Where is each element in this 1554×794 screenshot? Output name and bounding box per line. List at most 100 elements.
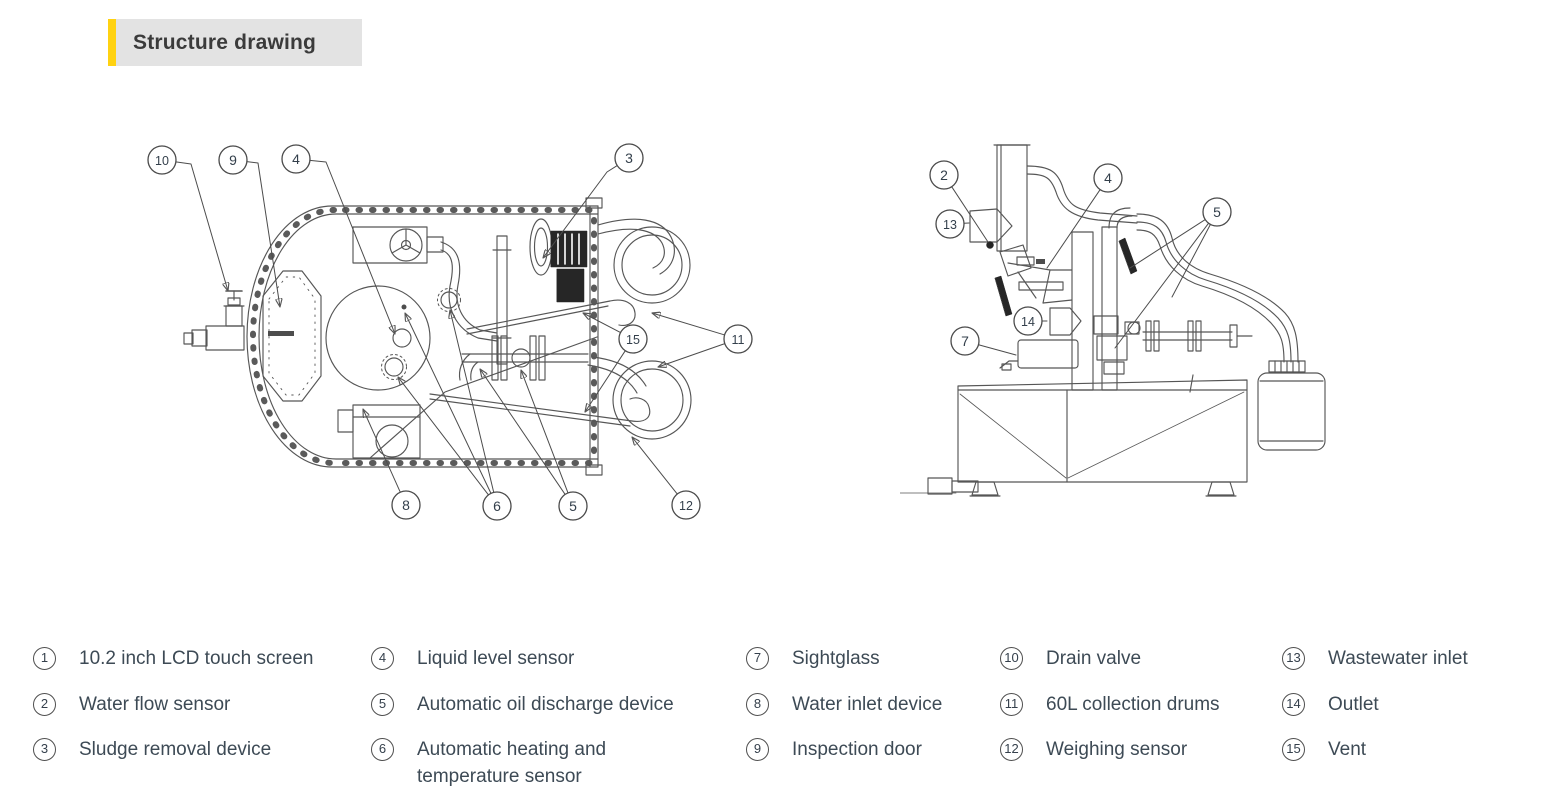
callout-circle-6 [482,491,512,521]
callout-number: 15 [626,333,640,347]
callout-5: 5 [480,369,588,521]
callout-number: 9 [229,152,237,168]
callout-number: 2 [940,167,948,183]
callout-4: 4 [281,144,395,334]
leader-line-11 [658,343,726,367]
callout-number: 14 [1021,315,1035,329]
callout-11: 11 [652,313,753,367]
callout-circle-5 [558,491,588,521]
callout-5: 5 [1114,197,1232,349]
inspection-door [262,270,322,402]
legend-num-circle: 8 [746,692,769,716]
legend-item-label: Automatic oil discharge device [417,693,674,715]
legend-num-circle: 5 [371,692,394,716]
legend-num-circle: 13 [1282,647,1305,670]
callout-circle-4 [1093,163,1123,193]
callout-7: 7 [950,326,1017,356]
leader-line-10 [175,161,228,291]
legend-num-circle: 1 [33,647,56,670]
leader-line-5 [521,370,569,494]
legend-num-circle: 11 [1000,692,1023,716]
leader-line-6 [405,313,492,494]
leader-line-4 [1046,189,1101,269]
drain-valve [183,290,245,351]
handwheel-valve [352,226,444,264]
callout-12: 12 [632,437,701,520]
callout-circle-2 [929,160,959,190]
discharge-pipe-bundle [1136,213,1306,373]
legend-item-label: Wastewater inlet [1328,648,1468,669]
leader-line-11 [652,313,726,336]
legend-item-label: Sludge removal device [79,739,272,760]
leader-line-3 [543,165,618,258]
legend-item-label: Inspection door [792,739,922,760]
leader-line-6 [450,310,495,493]
sludge-removal-motor [529,218,588,303]
leader-line-5 [1171,223,1211,298]
collection-drum-side-view [1257,372,1326,451]
leader-line-6 [398,377,489,496]
tank-body [246,197,603,476]
pump-machinery [1093,315,1141,375]
hopper [994,256,1073,317]
leader-line-15 [583,313,622,334]
callout-13: 13 [935,209,970,239]
callout-circle-8 [391,490,421,520]
legend-num-circle: 15 [1282,738,1305,761]
leader-line-7 [978,344,1017,356]
callout-circle-5 [1202,197,1232,227]
callout-number: 3 [625,150,633,166]
side-view-drawing: 2 13 4 5 14 7 [900,144,1326,497]
callout-8: 8 [363,409,421,520]
callout-circle-11 [723,324,753,354]
callout-number: 13 [943,218,957,232]
callout-15: 15 [583,313,648,412]
leader-line-5 [1114,222,1210,349]
callout-number: 6 [493,498,501,514]
section-header: Structure drawing [108,19,362,66]
feed-chute [993,144,1138,252]
internal-plate-edge [369,336,598,459]
legend-item-label: Liquid level sensor [417,648,575,669]
inner-tank [325,285,431,391]
outlet-spout [1049,307,1082,336]
callout-2: 2 [929,160,989,243]
legend-num-circle: 3 [33,738,56,761]
legend-num-circle: 2 [33,692,56,716]
yellow-accent-bar [108,19,116,66]
leader-line-4 [309,159,395,334]
flanged-discharge-pipe [1142,320,1253,352]
callout-14: 14 [1013,306,1048,336]
callout-10: 10 [147,145,228,291]
legend-num-circle: 12 [1000,738,1023,761]
callout-circle-4 [281,144,311,174]
collection-drums-top-view [587,218,692,440]
callout-4: 4 [1046,163,1123,269]
legend-item-label: Sightglass [792,648,880,669]
oil-discharge-valve [458,335,589,381]
callout-number: 11 [732,333,745,347]
callout-number: 4 [1104,170,1112,186]
callout-circle-9 [218,145,248,175]
legend-num-circle: 14 [1282,692,1305,716]
legend-num-circle: 6 [371,738,394,761]
leader-line-5 [1129,219,1206,269]
callout-number: 7 [961,333,969,349]
base-frame [900,374,1248,497]
leader-line-2 [951,186,989,243]
callout-number: 5 [1213,204,1221,220]
legend-num-circle: 10 [1000,647,1023,670]
vent-pipes [429,299,651,427]
